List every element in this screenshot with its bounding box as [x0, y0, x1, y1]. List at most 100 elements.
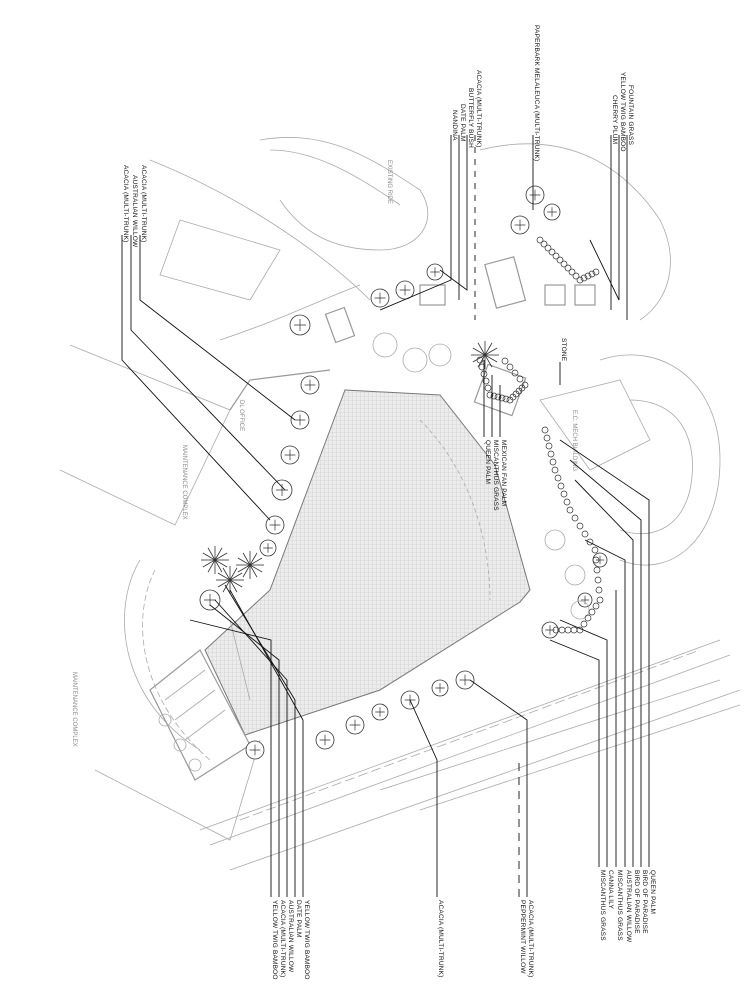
shrub-symbol: [554, 474, 562, 482]
shrub-symbol: [566, 506, 574, 514]
plant-label: ACACIA (MULTI-TRUNK): [437, 900, 444, 978]
palm-frond: [202, 552, 216, 561]
plant-label: PEPPERMINT WILLOW: [519, 900, 526, 974]
palm-frond: [242, 552, 251, 566]
shrub-symbol: [568, 268, 576, 276]
shrub-symbol: [544, 244, 552, 252]
umbrella-table: [570, 600, 590, 620]
palm-frond: [214, 552, 228, 561]
palm-frond: [214, 547, 223, 561]
bottom-mid-plant-labels: ACACIA (MULTI-TRUNK) ACACIA (MULTI-TRUNK…: [409, 679, 534, 978]
palm-frond: [207, 559, 216, 573]
maintenance-complex-label: MAINTENANCE COMPLEX: [71, 672, 77, 747]
shrub-symbol: [591, 546, 599, 554]
tree-center-mark: [304, 379, 316, 391]
shrub-symbol: [516, 375, 524, 383]
palm-frond: [229, 579, 243, 588]
plant-label: MISCANTHUS GRASS: [599, 870, 606, 941]
shrub-symbol: [511, 369, 519, 377]
palm-frond: [229, 572, 243, 581]
dl-office-label: DL OFFICE: [238, 400, 244, 431]
palm-frond: [249, 552, 258, 566]
shrub-symbol: [552, 252, 560, 260]
palm-frond: [207, 547, 216, 561]
top-left-plant-labels: ACACIA (MULTI-TRUNK) AUSTRALIAN WILLOW A…: [121, 165, 296, 521]
umbrella-table: [544, 529, 566, 551]
tree-center-mark: [547, 207, 557, 217]
plant-label: YELLOW TWIG BAMBOO: [619, 72, 626, 152]
shrub-symbol: [576, 276, 584, 284]
shrub-symbol: [592, 268, 600, 276]
shrub-symbol: [595, 586, 603, 594]
plant-label: DATE PALM: [459, 104, 466, 142]
palm-frond: [222, 567, 231, 581]
umbrella-table: [372, 332, 398, 358]
plant-label: NANDINA: [451, 110, 458, 141]
plant-label: BIRD OF PARADISE: [633, 870, 640, 934]
tree-center-mark: [349, 719, 361, 731]
palm-frond: [222, 579, 231, 593]
plant-label: ACACIA (MULTI-TRUNK): [122, 165, 129, 243]
palm-frond: [217, 579, 231, 588]
tree-center-mark: [459, 674, 471, 686]
shrub-symbol: [558, 626, 566, 634]
bottom-right-plant-labels: QUEEN PALM BIRD OF PARADISE BIRD OF PARA…: [549, 439, 656, 943]
shrub-symbol: [502, 395, 510, 403]
palm-frond: [477, 354, 486, 368]
shrub-symbol: [560, 490, 568, 498]
shrub-symbol: [586, 538, 594, 546]
palm-frond: [484, 354, 498, 363]
tree-center-mark: [595, 555, 605, 565]
shrub-symbol: [564, 626, 572, 634]
palm-frond: [214, 559, 228, 568]
shrub-symbol: [581, 530, 589, 538]
bottom-left-plant-labels: YELLOW TWIG BAMBOO DATE PALM AUSTRALIAN …: [189, 584, 310, 980]
plant-label: BIRD OF PARADISE: [641, 870, 648, 934]
existing-ride-label: EXISTING RIDE: [386, 160, 392, 204]
tree-center-mark: [269, 519, 281, 531]
plant-label: AUSTRALIAN WILLOW: [287, 900, 294, 973]
palm-frond: [214, 559, 223, 573]
shrub-symbol: [490, 392, 498, 400]
shrub-symbol: [536, 236, 544, 244]
tree-center-mark: [276, 484, 288, 496]
shrub-symbol: [556, 256, 564, 264]
palm-frond: [202, 559, 216, 568]
palm-frond: [472, 354, 486, 363]
palm-frond: [249, 564, 263, 573]
tree-center-mark: [263, 543, 273, 553]
umbrella-table: [564, 564, 586, 586]
plant-label: ACACIA (MULTI-TRUNK): [279, 900, 286, 978]
shrub-symbol: [580, 274, 588, 282]
palm-frond: [217, 572, 231, 581]
plant-label: MEXICAN FAN PALM: [500, 440, 507, 506]
plant-label: MISCANTHUS GRASS: [616, 870, 623, 941]
palm-frond: [484, 347, 498, 356]
shrub-symbol: [584, 272, 592, 280]
shrub-symbol: [482, 377, 490, 385]
plant-label: AUSTRALIAN WILLOW: [131, 175, 138, 248]
shrub-symbol: [521, 381, 529, 389]
plant-label: DATE PALM: [295, 900, 302, 938]
shrub-symbol: [543, 434, 551, 442]
tree-center-mark: [319, 734, 331, 746]
plant-label: ACACIA (MULTI-TRUNK): [475, 70, 482, 148]
shrub-symbol: [564, 264, 572, 272]
palm-frond: [229, 579, 238, 593]
shrub-symbol: [506, 363, 514, 371]
center-plant-labels: MEXICAN FAN PALM MISCANTHUS GRASS QUEEN …: [483, 338, 567, 511]
palm-frond: [484, 354, 493, 368]
tree-center-mark: [294, 319, 306, 331]
shrub-symbol: [571, 514, 579, 522]
shrub-symbol: [592, 556, 600, 564]
plant-label: YELLOW TWIG BAMBOO: [271, 900, 278, 980]
plant-label: MISCANTHUS GRASS: [492, 440, 499, 511]
maintenance-complex-label: MAINTENANCE COMPLEX: [181, 445, 187, 520]
palm-frond: [237, 564, 251, 573]
shrub-symbol: [560, 260, 568, 268]
shrub-symbol: [552, 626, 560, 634]
shrub-symbol: [596, 596, 604, 604]
shrub-symbol: [540, 240, 548, 248]
shrub-symbol: [572, 272, 580, 280]
